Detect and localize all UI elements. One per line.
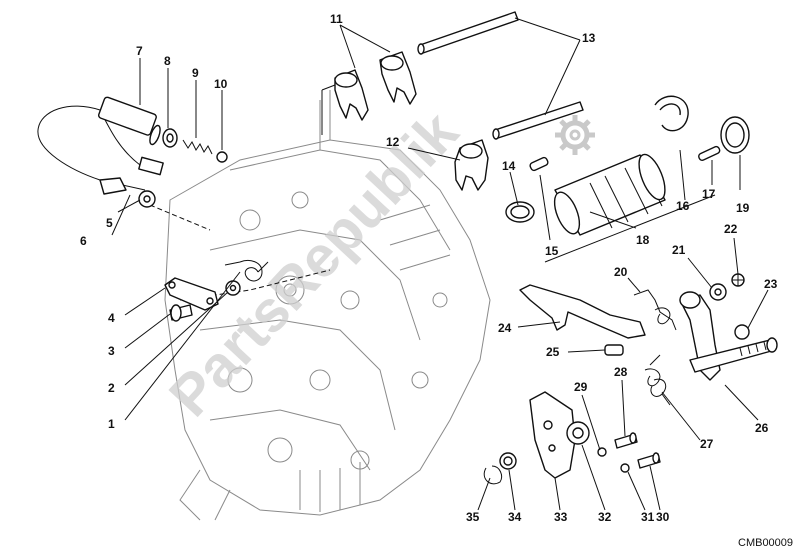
callout-25: 25 [546, 345, 560, 359]
neutral-sensor-assembly [37, 96, 228, 208]
callout-7: 7 [136, 44, 143, 58]
callout-3: 3 [108, 344, 115, 358]
callout-14: 14 [502, 159, 516, 173]
callout-19: 19 [736, 201, 750, 215]
callout-9: 9 [192, 66, 199, 80]
callout-35: 35 [466, 510, 480, 524]
callout-12: 12 [386, 135, 400, 149]
selector-drum-assembly [505, 95, 750, 263]
callout-34: 34 [508, 510, 522, 524]
callout-26: 26 [755, 421, 769, 435]
shift-forks [321, 51, 489, 191]
fork-shafts [417, 11, 584, 140]
callout-8: 8 [164, 54, 171, 68]
callout-30: 30 [656, 510, 670, 524]
callout-17: 17 [702, 187, 716, 201]
watermark-text: PartsRepublik [157, 99, 471, 429]
callout-29: 29 [574, 380, 588, 394]
callout-11: 11 [330, 12, 343, 26]
callout-18: 18 [636, 233, 650, 247]
callout-13: 13 [582, 31, 596, 45]
callout-15: 15 [545, 244, 559, 258]
gear-icon [555, 115, 595, 155]
callout-1: 1 [108, 417, 115, 431]
callout-24: 24 [498, 321, 512, 335]
callout-22: 22 [724, 222, 738, 236]
drawing-code: CMB00009 [738, 537, 793, 549]
engine-crankcase [164, 90, 491, 521]
alignment-lines [149, 204, 331, 301]
watermark: PartsRepublik [157, 99, 595, 429]
callout-32: 32 [598, 510, 612, 524]
callout-28: 28 [614, 365, 628, 379]
leader-lines [111, 17, 769, 511]
callout-20: 20 [614, 265, 628, 279]
small-parts-left [164, 259, 269, 322]
callout-31: 31 [641, 510, 655, 524]
callout-6: 6 [80, 234, 87, 248]
callout-23: 23 [764, 277, 778, 291]
callout-27: 27 [700, 437, 714, 451]
callout-labels: 1 2 3 4 5 6 7 8 9 10 11 12 13 14 15 16 1… [80, 12, 778, 524]
callout-4: 4 [108, 311, 115, 325]
callout-2: 2 [108, 381, 115, 395]
callout-33: 33 [554, 510, 568, 524]
callout-16: 16 [676, 199, 690, 213]
shift-mechanism [519, 273, 778, 406]
callout-10: 10 [214, 77, 228, 91]
callout-21: 21 [672, 243, 686, 257]
callout-5: 5 [106, 216, 113, 230]
lower-small-parts [483, 391, 661, 485]
